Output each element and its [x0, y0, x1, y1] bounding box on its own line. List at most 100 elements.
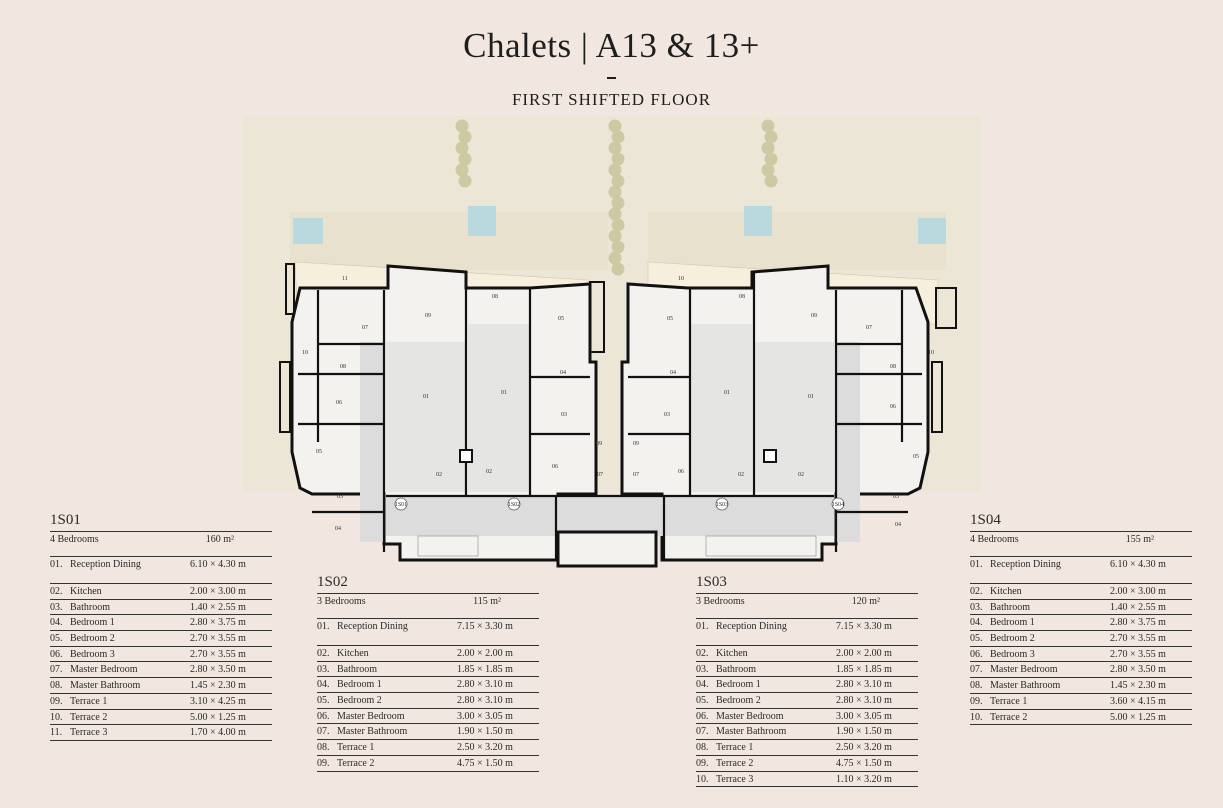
tree-icon	[764, 174, 778, 188]
room-dimensions: 2.70 × 3.55 m	[190, 648, 246, 660]
room-dimensions: 1.10 × 3.20 m	[836, 773, 892, 785]
room-name: Terrace 2	[990, 711, 1028, 723]
pool	[918, 218, 946, 244]
room-label: 07	[633, 472, 639, 478]
spec-row: 05. Bedroom 2 2.70 × 3.55 m	[50, 631, 272, 647]
room-label: 10	[678, 276, 684, 282]
tree-icon	[458, 174, 472, 188]
unit-divider	[317, 593, 539, 594]
room-label: 10	[928, 350, 934, 356]
room-label: 03	[893, 494, 899, 500]
room-name: Master Bathroom	[990, 680, 1061, 692]
room-number: 01.	[50, 559, 63, 570]
tree-icon	[455, 163, 469, 177]
room-name: Bedroom 3	[70, 648, 115, 660]
room-label: 04	[670, 370, 676, 376]
room-number: 05.	[50, 633, 63, 645]
room-label: 05	[667, 316, 673, 322]
room-label: 09	[425, 313, 431, 319]
unit-divider	[50, 531, 272, 532]
room-label: 01	[423, 394, 429, 400]
room-label: 03	[664, 412, 670, 418]
tree-icon	[608, 163, 622, 177]
room-name: Bedroom 2	[990, 633, 1035, 645]
room-dimensions: 6.10 × 4.30 m	[190, 559, 246, 570]
room-label: 10	[302, 350, 308, 356]
room-name: Terrace 1	[70, 695, 108, 707]
unit-area: 160 m²	[205, 534, 234, 545]
living-area	[754, 342, 834, 492]
room-name: Bedroom 2	[70, 633, 115, 645]
room-number: 02.	[970, 586, 983, 597]
room-name: Bedroom 3	[990, 648, 1035, 660]
room-name: Bedroom 1	[70, 617, 115, 629]
tree-icon	[458, 130, 472, 144]
room-label: 09	[633, 441, 639, 447]
room-label: 02	[486, 469, 492, 475]
tree-icon	[611, 262, 625, 276]
living-area	[690, 324, 752, 492]
tree-icon	[764, 130, 778, 144]
room-dimensions: 2.70 × 3.55 m	[1110, 648, 1166, 660]
room-name: Reception Dining	[990, 559, 1061, 570]
unit-tag-text: 1S02	[508, 502, 520, 508]
room-name: Terrace 1	[990, 695, 1028, 707]
room-name: Bathroom	[70, 601, 110, 613]
unit-area: 155 m²	[1125, 534, 1154, 545]
room-label: 04	[560, 370, 566, 376]
tree-icon	[455, 141, 469, 155]
room-dimensions: 6.10 × 4.30 m	[1110, 559, 1166, 570]
room-name: Bathroom	[990, 601, 1030, 613]
room-dimensions: 3.10 × 4.25 m	[190, 695, 246, 707]
room-dimensions: 2.80 × 3.75 m	[1110, 617, 1166, 629]
tree-icon	[608, 229, 622, 243]
room-dimensions: 2.80 × 3.10 m	[457, 679, 513, 691]
room-name: Bathroom	[716, 663, 756, 675]
room-dimensions: 1.85 × 1.85 m	[457, 663, 513, 675]
room-name: Terrace 3	[716, 773, 754, 785]
room-name: Master Bathroom	[70, 680, 141, 692]
room-dimensions: 2.80 × 3.50 m	[190, 664, 246, 676]
unit-area: 115 m²	[473, 596, 501, 607]
room-name: Kitchen	[716, 648, 748, 659]
living-area	[468, 324, 530, 492]
room-label: 07	[866, 325, 872, 331]
room-number: 10.	[696, 773, 709, 785]
room-dimensions: 1.90 × 1.50 m	[457, 726, 513, 738]
room-label: 06	[890, 404, 896, 410]
room-dimensions: 2.70 × 3.55 m	[190, 633, 246, 645]
room-dimensions: 1.40 × 2.55 m	[1110, 601, 1166, 613]
room-name: Terrace 1	[337, 742, 375, 754]
room-label: 04	[335, 526, 341, 532]
tree-rows	[455, 119, 778, 276]
tree-icon	[608, 251, 622, 265]
title-divider	[607, 77, 616, 79]
facade-fin	[589, 281, 605, 353]
tree-icon	[608, 207, 622, 221]
room-number: 06.	[317, 710, 330, 722]
unit-tag-1S04: 1S04	[831, 497, 845, 511]
room-dimensions: 1.40 × 2.55 m	[190, 601, 246, 613]
room-dimensions: 2.00 × 2.00 m	[836, 648, 892, 659]
room-label: 06	[552, 464, 558, 470]
room-label: 03	[561, 412, 567, 418]
tree-icon	[611, 240, 625, 254]
unit-tag-text: 1S04	[832, 502, 844, 508]
unit-divider	[696, 593, 918, 594]
room-label: 09	[811, 313, 817, 319]
tree-icon	[761, 163, 775, 177]
unit-divider	[970, 531, 1192, 532]
